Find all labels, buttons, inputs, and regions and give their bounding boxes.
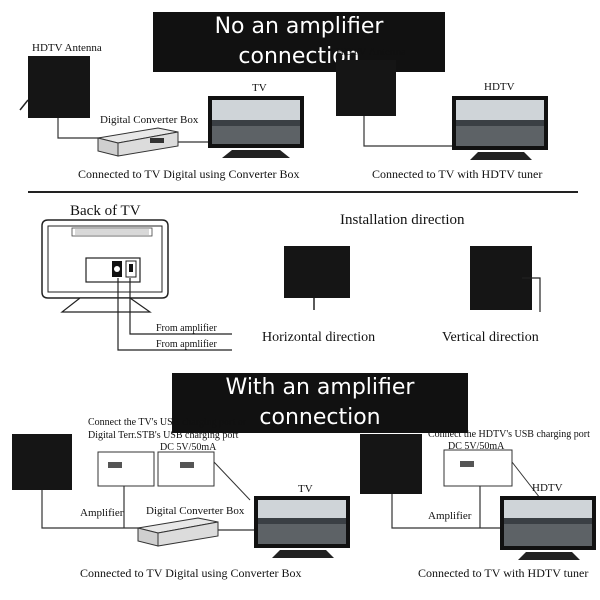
s3-right-caption: Connected to TV with HDTV tuner xyxy=(418,566,589,580)
section-divider xyxy=(28,191,578,193)
s1-left-caption: Connected to TV Digital using Converter … xyxy=(78,167,300,181)
back-of-tv-title: Back of TV xyxy=(70,203,141,219)
antenna-vertical xyxy=(470,246,541,312)
s1-left-cable-antenna xyxy=(57,118,102,139)
from-amplifier-cable-1 xyxy=(129,278,232,335)
s1-right-antenna xyxy=(336,60,396,116)
s1-right-cable xyxy=(363,116,462,147)
vertical-direction-label: Vertical direction xyxy=(442,330,539,345)
s3-left-converter-label: Digital Converter Box xyxy=(146,505,245,517)
s3-left-usb-adapter xyxy=(97,451,155,528)
s3-left-usb-cable xyxy=(213,461,251,501)
s3-left-cable-antenna xyxy=(41,490,142,529)
s1-left-antenna-label: HDTV Antenna xyxy=(32,42,102,54)
s3-right-amplifier-label: Amplifier xyxy=(428,510,472,522)
s3-left-note-line2: Digital Terr.STB's USB charging port xyxy=(88,430,239,441)
s3-left-antenna xyxy=(12,434,72,490)
from-amplifier-label-2: From apmlifier xyxy=(156,339,217,350)
s3-right-tv xyxy=(500,496,596,560)
s3-right-note-line1: Connect the HDTV's USB charging port xyxy=(428,429,590,440)
s1-left-converter-label: Digital Converter Box xyxy=(100,114,199,126)
s3-right-dc-label: DC 5V/50mA xyxy=(448,441,505,452)
banner-no-amplifier: No an amplifier connection xyxy=(153,12,445,72)
s3-right-antenna xyxy=(360,434,422,494)
from-amplifier-cable-2 xyxy=(117,278,232,351)
s1-right-tv-label: HDTV xyxy=(484,81,515,93)
s3-left-tv xyxy=(254,496,350,558)
installation-direction-title: Installation direction xyxy=(340,212,465,228)
s1-left-antenna xyxy=(19,56,90,118)
s3-left-note-line1: Connect the TV's USB charging port or xyxy=(88,417,247,428)
s3-right-cable-antenna xyxy=(391,494,512,529)
s3-left-converter-box xyxy=(137,517,219,547)
banner-with-amplifier: With an amplifier connection xyxy=(172,373,468,433)
from-amplifier-label-1: From amplifier xyxy=(156,323,217,334)
s3-right-usb-adapter xyxy=(443,449,513,528)
s3-right-tv-label: HDTV xyxy=(532,482,563,494)
horizontal-direction-label: Horizontal direction xyxy=(262,330,376,345)
back-of-tv-illustration xyxy=(41,219,169,313)
s3-left-caption: Connected to TV Digital using Converter … xyxy=(80,566,302,580)
s3-left-usb-port-box xyxy=(157,451,215,487)
s1-right-caption: Connected to TV with HDTV tuner xyxy=(372,167,543,181)
s3-left-dc-label: DC 5V/50mA xyxy=(160,442,217,453)
s3-left-amplifier-label: Amplifier xyxy=(80,507,124,519)
s3-right-usb-cable xyxy=(511,461,541,499)
s1-left-converter-box xyxy=(97,127,179,157)
antenna-horizontal xyxy=(284,246,350,310)
s1-right-tv xyxy=(452,96,548,160)
s1-left-tv-label: TV xyxy=(252,82,267,94)
s3-left-tv-label: TV xyxy=(298,483,313,495)
s1-right-antenna-label: HDTV Antenna xyxy=(336,46,406,58)
s1-left-tv xyxy=(208,96,304,158)
